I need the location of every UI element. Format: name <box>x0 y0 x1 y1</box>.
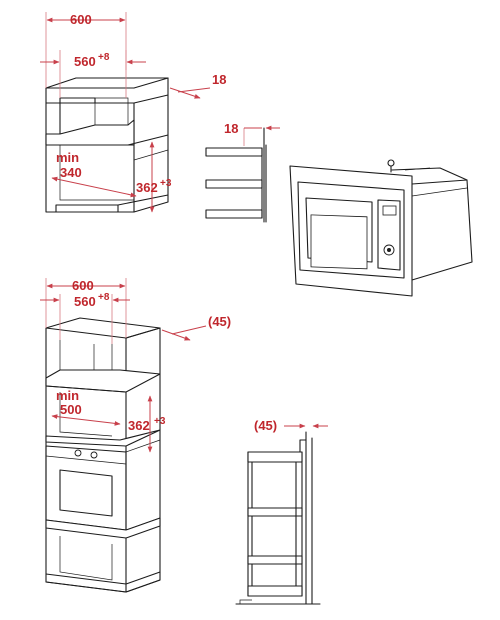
top-min-depth: 340 <box>60 165 82 180</box>
top-height-tolerance: +3 <box>160 178 172 189</box>
top-min-label: min <box>56 150 79 165</box>
tall-side-section-detail: (45) <box>235 418 328 605</box>
tall-cabinet-drawing <box>45 317 161 593</box>
tall-height-tolerance: +3 <box>154 416 166 427</box>
top-height: 362 <box>136 180 158 195</box>
tall-cabinet-dimensions: 600 560 +8 (45) min 500 362 +3 <box>40 278 231 453</box>
tall-min-label: min <box>56 388 79 403</box>
tall-width-inner-tolerance: +8 <box>98 292 110 303</box>
tall-side-detail-gap: (45) <box>254 418 277 433</box>
tall-height: 362 <box>128 418 150 433</box>
tall-width-inner: 560 <box>74 294 96 309</box>
top-width-inner-tolerance: +8 <box>98 52 110 63</box>
built-in-microwave <box>289 159 473 297</box>
tall-min-depth: 500 <box>60 402 82 417</box>
top-depth-offset: 18 <box>212 72 226 87</box>
tall-width-total: 600 <box>72 278 94 293</box>
side-detail-gap: 18 <box>224 121 238 136</box>
top-width-inner: 560 <box>74 54 96 69</box>
top-cabinet-drawing <box>45 77 169 213</box>
tall-depth-offset: (45) <box>208 314 231 329</box>
side-section-detail: 18 <box>205 121 280 223</box>
top-width-total: 600 <box>70 12 92 27</box>
top-cabinet-dimensions: 600 560 +8 18 min 340 362 +3 <box>40 12 226 213</box>
